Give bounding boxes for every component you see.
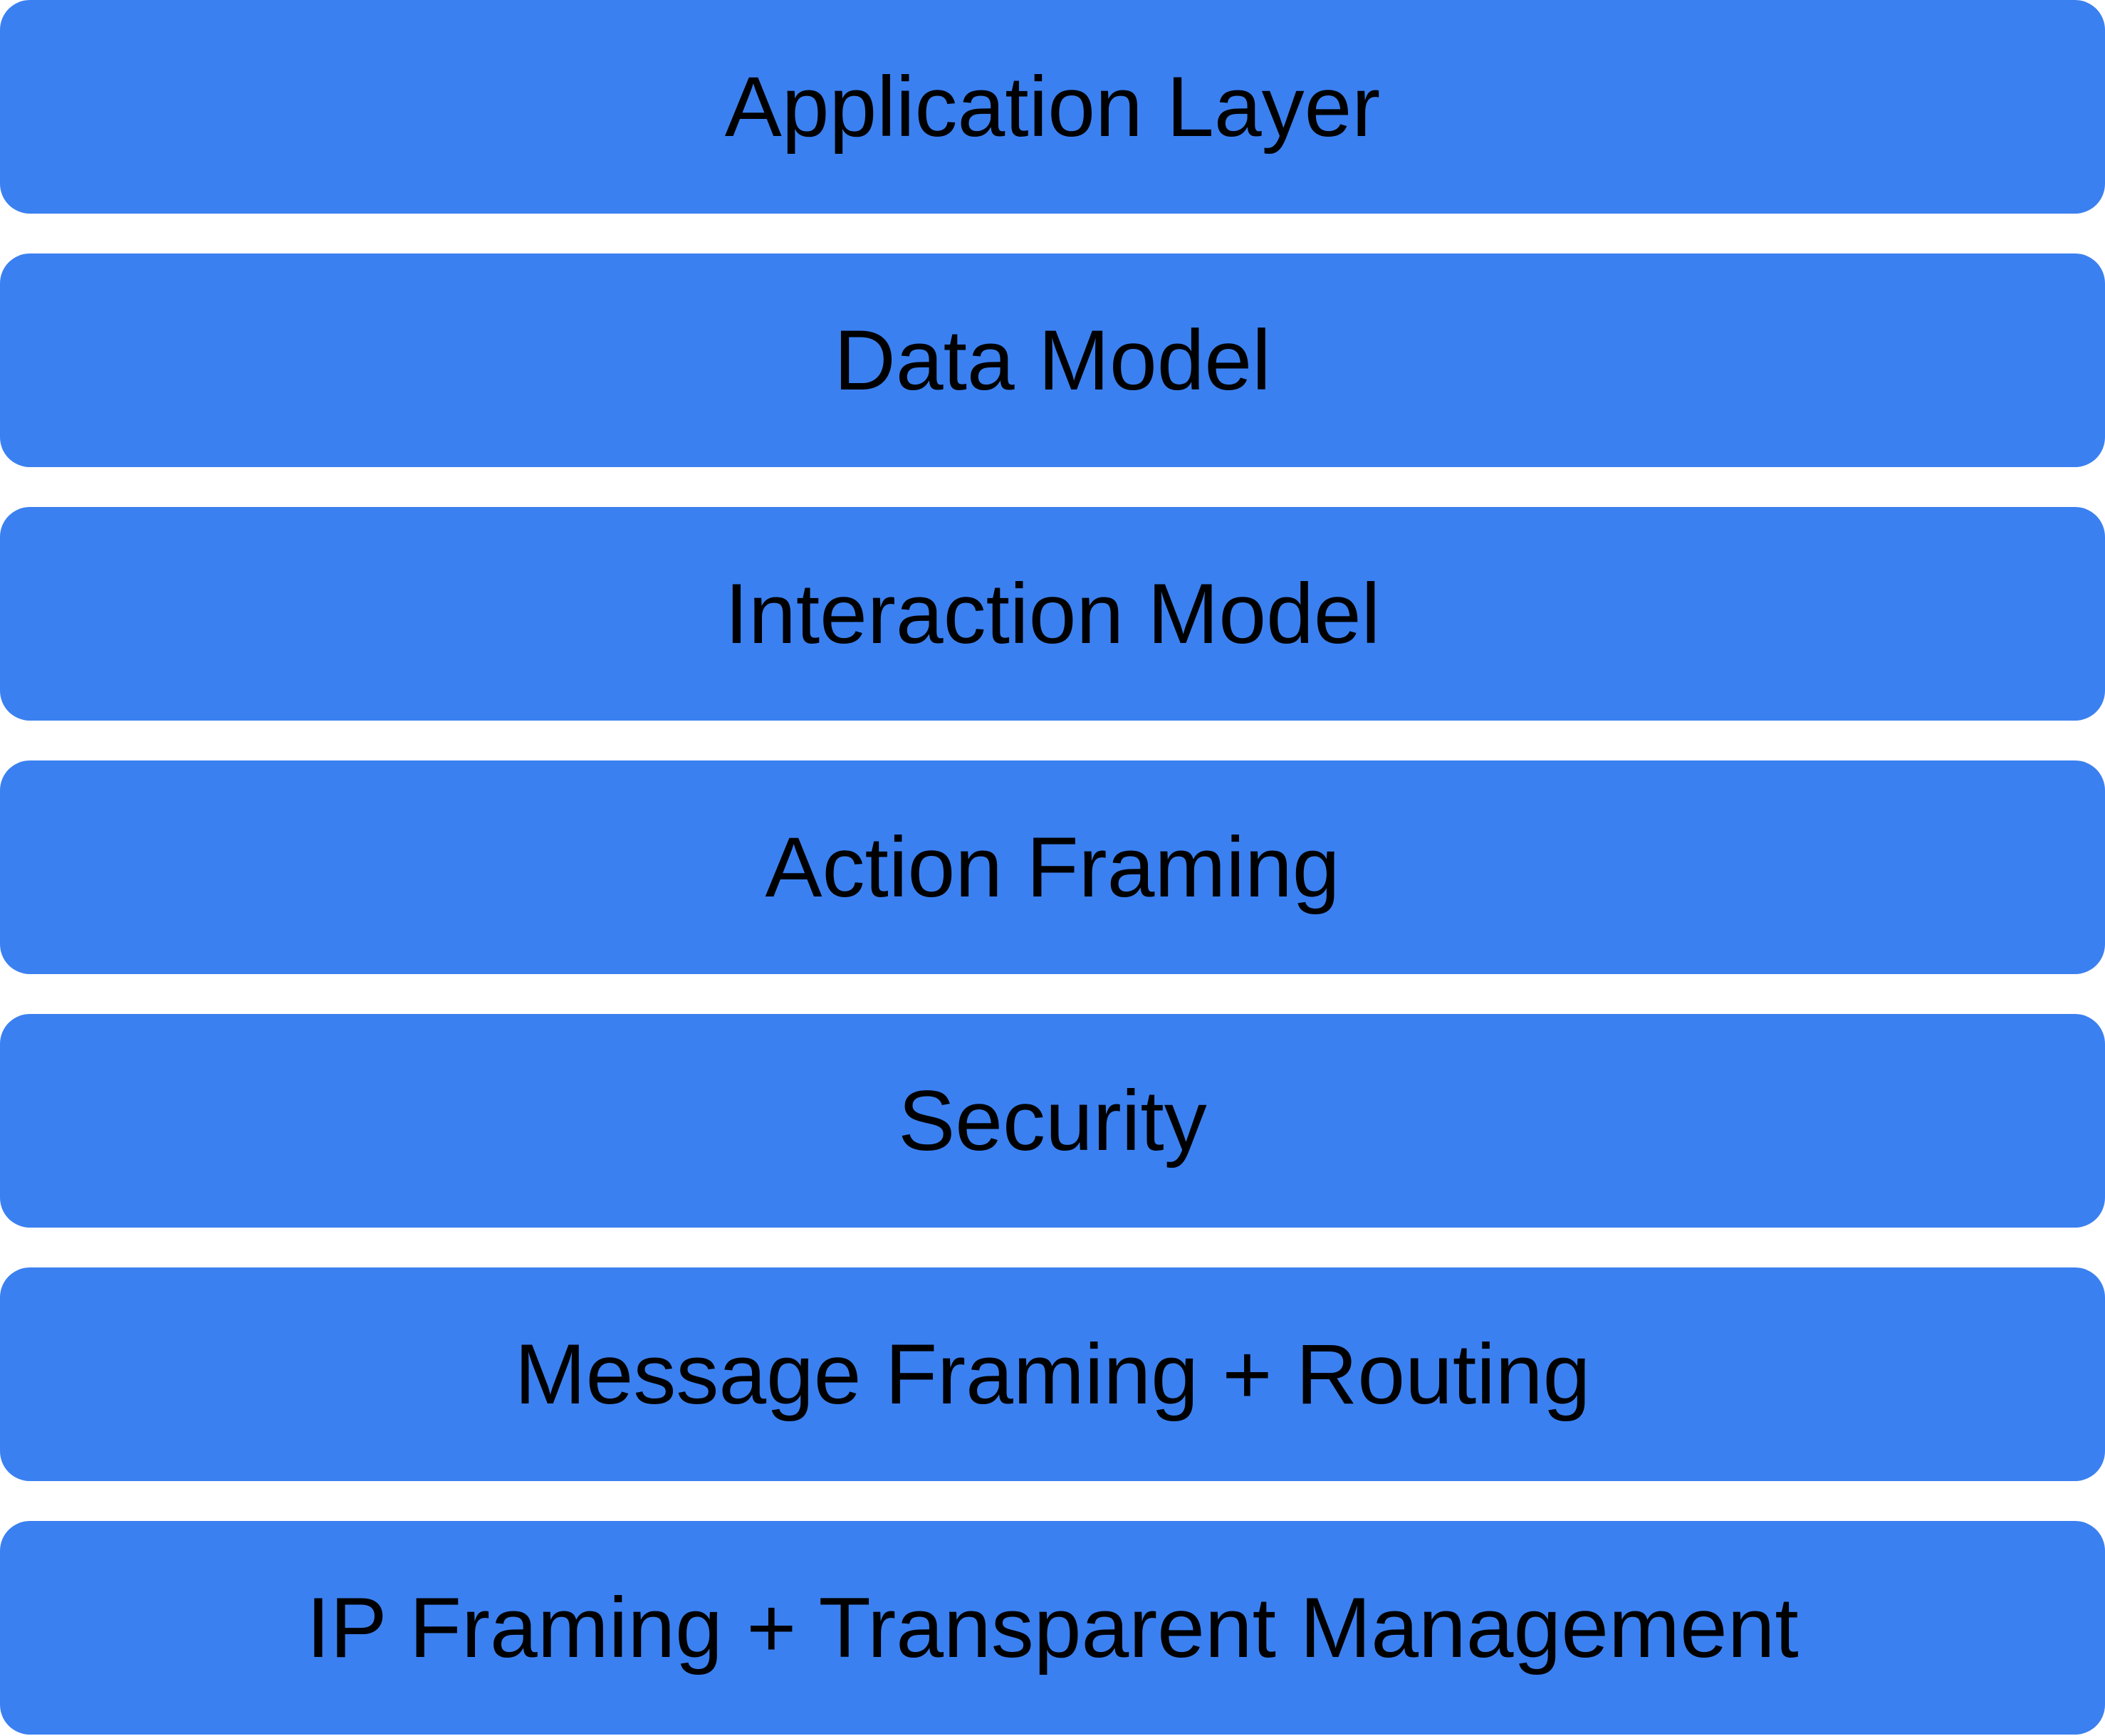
layer-interaction-model: Interaction Model bbox=[0, 507, 2105, 721]
layer-action-framing: Action Framing bbox=[0, 760, 2105, 974]
layer-application-layer: Application Layer bbox=[0, 0, 2105, 214]
layer-message-framing-routing: Message Framing + Routing bbox=[0, 1267, 2105, 1481]
layer-data-model: Data Model bbox=[0, 253, 2105, 467]
layer-label-message-framing-routing: Message Framing + Routing bbox=[514, 1327, 1591, 1422]
layer-label-action-framing: Action Framing bbox=[765, 820, 1340, 915]
layer-ip-framing-transparent-management: IP Framing + Transparent Management bbox=[0, 1521, 2105, 1735]
layer-label-application-layer: Application Layer bbox=[724, 59, 1381, 155]
layer-label-security: Security bbox=[898, 1073, 1207, 1168]
layer-label-ip-framing-transparent-management: IP Framing + Transparent Management bbox=[306, 1580, 1799, 1675]
layer-label-data-model: Data Model bbox=[834, 313, 1271, 408]
layer-security: Security bbox=[0, 1014, 2105, 1228]
layer-label-interaction-model: Interaction Model bbox=[724, 566, 1381, 662]
